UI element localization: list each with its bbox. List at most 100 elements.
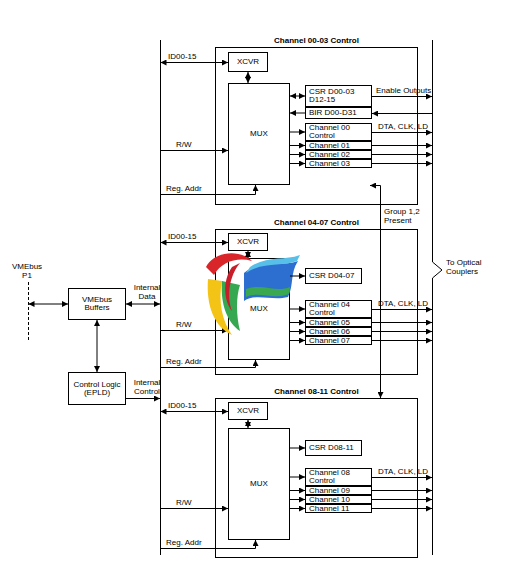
bus-wire [126, 398, 160, 399]
block-label: Channel 06 [309, 328, 350, 336]
signal-label: Group 1,2 Present [384, 207, 428, 225]
signal-connector [290, 322, 305, 323]
signal-label: ID00-15 [168, 401, 196, 410]
block-label: CSR D04-07 [309, 272, 354, 280]
signal-connector [97, 320, 98, 372]
block-box: Channel 10 [305, 495, 372, 504]
block-box: VMEbus Buffers [68, 288, 126, 320]
data-wire [161, 411, 229, 412]
output-wire [372, 331, 432, 332]
output-wire [372, 132, 432, 133]
block-label: Control Logic (EPLD) [69, 381, 125, 397]
signal-label: Internal Control [128, 378, 166, 396]
block-label: Channel 05 [309, 319, 350, 327]
block-box: Channel 07 [305, 336, 372, 345]
block-label: Channel 09 [309, 487, 350, 495]
signal-label: VMEbus P1 [10, 262, 44, 280]
signal-label: Reg. Addr [166, 357, 202, 366]
data-wire [161, 242, 229, 243]
block-box: CSR D04-07 [305, 268, 362, 284]
output-wire [372, 309, 432, 310]
output-wire [372, 340, 432, 341]
bus-wire [126, 304, 160, 305]
channel-group-box: XCVR MUX CSR D08-11Channel 08 ControlChann… [215, 398, 418, 558]
block-label: Channel 03 [309, 160, 350, 168]
signal-label: Reg. Addr [166, 184, 202, 193]
block-box: CSR D00-03 D12-15 [305, 85, 372, 107]
signal-connector [290, 96, 305, 97]
group-heading: Channel 08-11 Control [196, 387, 437, 396]
logo-swirl [222, 281, 240, 331]
block-label: Channel 01 [309, 142, 350, 150]
signal-connector [290, 477, 305, 478]
internal-bus-line [160, 40, 161, 555]
block-box: Channel 01 [305, 141, 372, 150]
block-box: Channel 09 [305, 486, 372, 495]
backplane-connector-line [28, 282, 29, 340]
control-wire [161, 330, 229, 331]
signal-connector [290, 448, 305, 449]
signal-connector [290, 276, 305, 277]
signal-connector [248, 420, 249, 428]
group-heading: Channel 00-03 Control [196, 36, 437, 45]
logo-flag [246, 255, 300, 273]
block-label: Channel 02 [309, 151, 350, 159]
signal-connector [290, 309, 305, 310]
output-wire [372, 508, 432, 509]
signal-label: DTA, CLK, LD [378, 122, 428, 131]
output-wire [372, 96, 432, 97]
block-box: CSR D08-11 [305, 440, 362, 456]
block-label: Channel 04 Control [309, 301, 357, 317]
block-label: Channel 08 Control [309, 469, 357, 485]
block-box: BIR D00-D31 [305, 107, 372, 119]
signal-connector [290, 490, 305, 491]
block-box: Control Logic (EPLD) [68, 372, 126, 405]
data-wire [161, 62, 229, 63]
logo-swirl [208, 279, 232, 335]
block-box: Channel 08 Control [305, 468, 372, 486]
block-box: Channel 04 Control [305, 300, 372, 318]
output-wire [372, 163, 432, 164]
block-label: Channel 11 [309, 505, 349, 513]
block-box: XCVR [228, 52, 268, 72]
block-box: Channel 11 [305, 504, 372, 513]
logo-flag [246, 287, 290, 297]
block-label: CSR D00-03 D12-15 [309, 88, 359, 104]
bus-wire [29, 304, 69, 305]
output-bracket [433, 40, 443, 555]
block-label: XCVR [237, 407, 259, 415]
control-wire [161, 508, 229, 509]
signal-connector [290, 340, 305, 341]
block-box: Channel 06 [305, 327, 372, 336]
signal-label: R/W [176, 320, 192, 329]
signal-label: R/W [176, 498, 192, 507]
output-wire [372, 499, 432, 500]
present-wire [380, 386, 381, 398]
block-box: XCVR [228, 402, 268, 420]
control-wire [161, 150, 229, 151]
block-label: Channel 07 [309, 337, 350, 345]
block-label: MUX [250, 305, 268, 313]
signal-connector [290, 499, 305, 500]
block-label: Channel 00 Control [309, 124, 357, 140]
block-label: XCVR [237, 238, 259, 246]
block-label: MUX [250, 130, 268, 138]
signal-label: DTA, CLK, LD [378, 299, 428, 308]
signal-connector [290, 132, 305, 133]
output-wire [372, 154, 432, 155]
signal-connector [290, 113, 305, 114]
block-label: VMEbus Buffers [80, 296, 114, 312]
signal-label: Reg. Addr [166, 538, 202, 547]
block-box: MUX [228, 428, 290, 540]
signal-label: ID00-15 [168, 52, 196, 61]
block-label: BIR D00-D31 [309, 109, 357, 117]
logo-swirl [225, 263, 240, 311]
block-box: Channel 02 [305, 150, 372, 159]
input-wire [372, 113, 432, 114]
block-box: Channel 03 [305, 159, 372, 168]
signal-label: DTA, CLK, LD [378, 467, 428, 476]
block-label: XCVR [237, 58, 259, 66]
